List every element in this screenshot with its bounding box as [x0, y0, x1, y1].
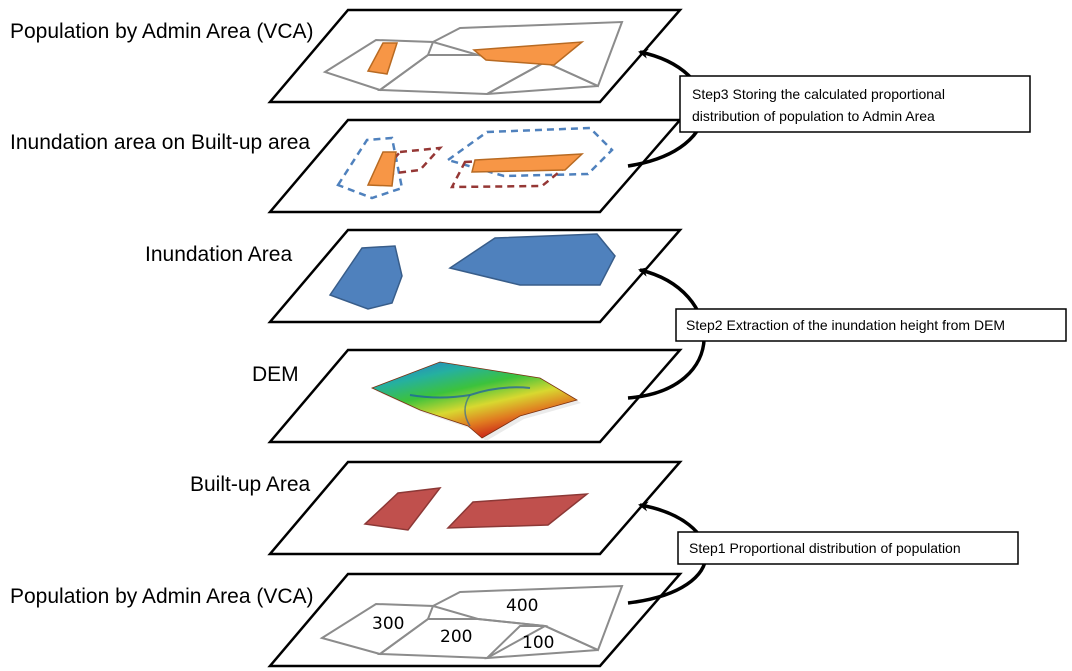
inundation-outline	[445, 126, 614, 178]
step1-box: Step1 Proportional distribution of popul…	[677, 531, 1019, 565]
step1-text: Step1 Proportional distribution of popul…	[689, 540, 961, 556]
layer-plane	[267, 228, 683, 324]
overlap-area	[366, 42, 399, 75]
layer-inundation: Inundation Area	[145, 228, 683, 324]
layer-label: Population by Admin Area (VCA)	[10, 20, 314, 43]
overlap-area	[472, 41, 585, 66]
builtup-area	[363, 487, 442, 531]
layer-label: Built-up Area	[190, 473, 311, 496]
layer-builtup: Built-up Area	[190, 460, 683, 556]
inundation-area	[448, 233, 616, 286]
layer-dem: DEM	[252, 348, 683, 444]
step3-box: Step3 Storing the calculated proportiona…	[679, 75, 1031, 133]
admin-value: 100	[522, 633, 554, 653]
overlap-area	[471, 153, 585, 173]
layer-inundation-on-builtup: Inundation area on Built-up area	[10, 118, 683, 214]
admin-value: 200	[440, 627, 472, 647]
admin-value: 300	[372, 614, 404, 634]
layer-label: DEM	[252, 363, 299, 386]
layer-label: Population by Admin Area (VCA)	[10, 585, 314, 608]
dem-terrain-image	[370, 361, 581, 441]
step2-text: Step2 Extraction of the inundation heigh…	[686, 317, 1005, 333]
inundation-area	[328, 245, 403, 310]
layer-population-bottom: 300 400 200 100 Population by Admin Area…	[10, 572, 683, 668]
layer-label: Inundation area on Built-up area	[10, 131, 310, 154]
layer-label: Inundation Area	[145, 243, 292, 266]
admin-areas	[319, 584, 624, 660]
step3-text-line2: distribution of population to Admin Area	[692, 108, 935, 124]
admin-value: 400	[506, 596, 538, 616]
builtup-area	[446, 493, 590, 529]
layer-population-top: Population by Admin Area (VCA)	[10, 8, 683, 104]
step3-text-line1: Step3 Storing the calculated proportiona…	[692, 86, 945, 102]
step2-box: Step2 Extraction of the inundation heigh…	[675, 308, 1067, 342]
overlap-area	[366, 151, 397, 187]
